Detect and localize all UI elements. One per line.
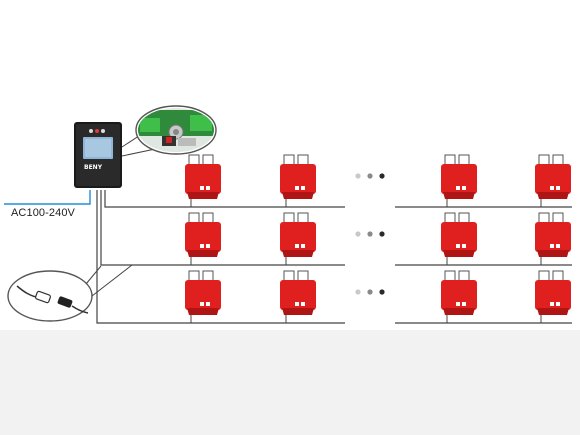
status-led-icon <box>101 129 105 133</box>
ellipsis-dot <box>355 173 361 179</box>
ellipsis-dot <box>379 173 385 179</box>
optimizer-module-icon <box>280 270 316 323</box>
row-ellipses <box>355 173 385 295</box>
status-led-icon <box>89 129 93 133</box>
power-input-label: AC100-240V <box>11 207 75 219</box>
ellipsis-dot <box>355 289 361 295</box>
connector-callout-line <box>85 265 102 285</box>
row-1-bus-left <box>104 190 345 208</box>
terminal-block-zoom-icon <box>135 105 217 155</box>
optimizer-module-icon <box>185 270 221 323</box>
status-led-icon <box>95 129 99 133</box>
power-cord <box>4 190 91 205</box>
optimizer-module-icon <box>441 212 477 265</box>
optimizer-module-icon <box>535 270 571 323</box>
optimizer-module-icon <box>441 270 477 323</box>
gateway-brand-label: BENY <box>84 164 103 171</box>
ellipsis-dot <box>367 231 373 237</box>
ellipsis-dot <box>379 289 385 295</box>
optimizer-modules <box>185 154 571 323</box>
optimizer-module-icon <box>280 154 316 207</box>
bus-wires <box>96 190 572 324</box>
monitoring-gateway-icon <box>74 122 122 188</box>
optimizer-module-icon <box>441 154 477 207</box>
ellipsis-dot <box>379 231 385 237</box>
row-3-bus-left <box>96 190 345 324</box>
lower-background-band <box>0 330 580 435</box>
cable-connector-zoom-icon <box>7 270 93 322</box>
ellipsis-dot <box>367 289 373 295</box>
optimizer-module-icon <box>185 154 221 207</box>
optimizer-module-icon <box>535 212 571 265</box>
optimizer-module-icon <box>185 212 221 265</box>
optimizer-module-icon <box>280 212 316 265</box>
optimizer-module-icon <box>535 154 571 207</box>
ellipsis-dot <box>367 173 373 179</box>
row-2-bus-left <box>100 190 345 266</box>
ellipsis-dot <box>355 231 361 237</box>
